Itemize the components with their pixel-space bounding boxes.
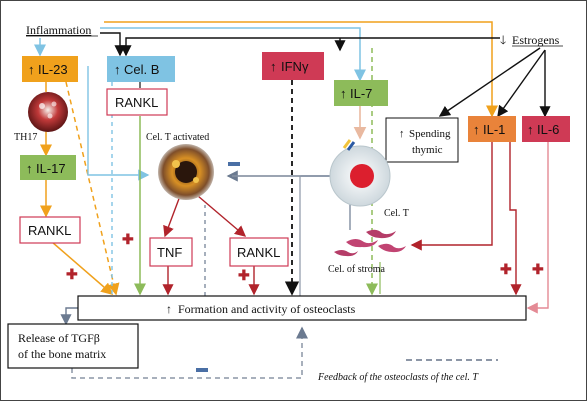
tnf-label: TNF (157, 245, 182, 260)
t-cell-image (329, 139, 391, 207)
up-arrow-icon: ↑ (340, 86, 347, 101)
plus-icon: ✚ (122, 231, 134, 247)
plus-icon: ✚ (500, 261, 512, 277)
minus-icon (228, 162, 240, 166)
th17-label: TH17 (14, 132, 37, 143)
down-arrow-icon: 🡓 (500, 33, 506, 47)
rankl-t-node: RANKL (229, 237, 289, 267)
up-arrow-icon: ↑ (166, 302, 172, 316)
formation-node: ↑ Formation and activity of osteoclasts (77, 295, 527, 321)
formation-label: Formation and activity of osteoclasts (178, 302, 356, 316)
spending-label: Spending (409, 128, 451, 140)
tnf-node: TNF (149, 237, 193, 267)
up-arrow-icon: ↑ (527, 122, 534, 137)
il6-label: IL-6 (537, 122, 559, 137)
ifng-node: ↑ IFNγ (262, 52, 324, 80)
connectors (34, 21, 551, 379)
cel-stroma-label: Cel. of stroma (328, 264, 385, 275)
th17-cell-image (28, 92, 68, 132)
up-arrow-icon: ↑ (270, 59, 277, 74)
spending-thymic-node: ↑ Spending thymic (385, 117, 459, 163)
cel-t-label: Cel. T (384, 208, 409, 219)
plus-icon: ✚ (238, 267, 250, 283)
minus-signs (196, 162, 240, 372)
up-arrow-icon: ↑ (473, 122, 480, 137)
rankl-il17-label: RANKL (28, 223, 71, 238)
thymic-label: thymic (412, 144, 443, 156)
rankl-b-node: RANKL (106, 88, 168, 116)
feedback-caption: Feedback of the osteoclasts of the cel. … (317, 372, 479, 383)
ifng-label: IFNγ (281, 59, 309, 74)
cel-b-node: ↑ Cel. B (107, 56, 175, 82)
rankl-t-label: RANKL (237, 245, 280, 260)
plus-icon: ✚ (66, 266, 78, 282)
il7-label: IL-7 (350, 86, 372, 101)
release-label-2: of the bone matrix (18, 347, 106, 361)
inflammation-label: Inflammation (26, 23, 91, 37)
il1-label: IL-1 (483, 122, 505, 137)
il6-node: ↑ IL-6 (522, 116, 570, 142)
cel-b-label: Cel. B (124, 62, 159, 77)
rankl-b-label: RANKL (115, 95, 158, 110)
up-arrow-icon: ↑ (399, 128, 405, 140)
il17-label: IL-17 (36, 161, 66, 176)
activated-t-cell-image (158, 144, 214, 200)
il23-label: IL-23 (38, 62, 68, 77)
up-arrow-icon: ↑ (28, 62, 35, 77)
release-label-1: Release of TGFβ (18, 331, 100, 345)
il7-node: ↑ IL-7 (334, 80, 388, 106)
plus-icon: ✚ (532, 261, 544, 277)
il23-node: ↑ IL-23 (22, 56, 78, 82)
plus-signs: ✚ ✚ ✚ ✚ ✚ (66, 231, 544, 283)
il1-node: ↑ IL-1 (468, 116, 516, 142)
up-arrow-icon: ↑ (26, 161, 33, 176)
cel-t-activated-label: Cel. T activated (146, 132, 209, 143)
estrogens-node: 🡓 Estrogens (500, 33, 563, 47)
il17-node: ↑ IL-17 (20, 155, 76, 180)
rankl-il17-node: RANKL (19, 216, 81, 244)
release-tgfb-node: Release of TGFβ of the bone matrix (7, 323, 139, 369)
estrogens-label: Estrogens (512, 33, 560, 47)
stroma-cells-image (334, 229, 406, 257)
up-arrow-icon: ↑ (114, 62, 121, 77)
minus-icon (196, 368, 208, 372)
